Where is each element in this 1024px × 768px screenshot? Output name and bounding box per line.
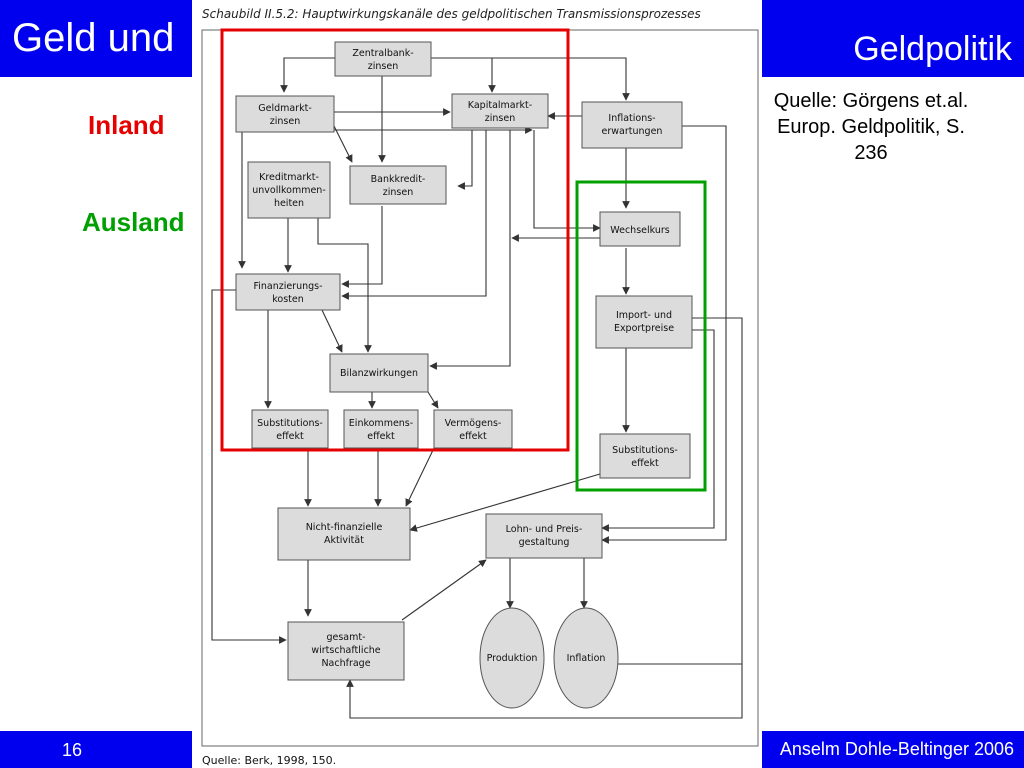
node-bilanzwirkungen: Bilanzwirkungen <box>329 353 429 393</box>
svg-text:effekt: effekt <box>631 458 659 469</box>
svg-text:Geldmarkt-: Geldmarkt- <box>258 103 312 114</box>
diagram-arrows <box>211 57 743 719</box>
diagram-source: Quelle: Berk, 1998, 150. <box>202 754 336 767</box>
arrow-kredit-bilanz <box>317 218 372 353</box>
svg-text:heiten: heiten <box>274 198 304 209</box>
svg-text:effekt: effekt <box>459 431 487 442</box>
node-import-exportpreise: Import- und Exportpreise <box>595 295 693 349</box>
svg-text:Nicht-finanzielle: Nicht-finanzielle <box>306 522 383 533</box>
citation: Quelle: Görgens et.al. Europ. Geldpoliti… <box>758 88 984 166</box>
node-geldmarktzinsen: Geldmarkt- zinsen <box>235 95 335 133</box>
inland-label: Inland <box>88 110 165 140</box>
svg-text:wirtschaftliche: wirtschaftliche <box>311 645 380 656</box>
svg-text:Import- und: Import- und <box>616 310 672 321</box>
svg-text:zinsen: zinsen <box>485 113 515 124</box>
svg-text:effekt: effekt <box>276 431 304 442</box>
arrow-kapital-fin <box>341 130 487 300</box>
diagram-title: Schaubild II.5.2: Hauptwirkungskanäle de… <box>202 7 701 21</box>
svg-text:Produktion: Produktion <box>487 653 538 664</box>
arrow-feedback-nachfrage <box>346 664 743 719</box>
node-kreditmarkt: Kreditmarkt- unvollkommen- heiten <box>247 161 331 219</box>
svg-text:zinsen: zinsen <box>270 116 300 127</box>
svg-text:unvollkommen-: unvollkommen- <box>252 185 326 196</box>
ausland-frame <box>575 180 707 492</box>
inland-frame <box>220 28 570 452</box>
transmission-diagram: Schaubild II.5.2: Hauptwirkungskanäle de… <box>201 7 759 767</box>
node-wechselkurs: Wechselkurs <box>599 211 681 247</box>
diagram-scan: Schaubild II.5.2: Hauptwirkungskanäle de… <box>192 0 762 768</box>
svg-text:Vermögens-: Vermögens- <box>445 418 502 429</box>
arrow-nachfrage-lohn <box>401 559 487 621</box>
citation-line-1: Quelle: Görgens et.al. <box>773 90 969 112</box>
arrow-zb-kapital <box>431 57 496 93</box>
arrow-zb-infl <box>431 57 630 101</box>
svg-text:Kreditmarkt-: Kreditmarkt- <box>259 172 319 183</box>
arrow-bank-fin <box>341 206 383 288</box>
node-zentralbankzinsen: Zentralbank- zinsen <box>334 41 432 77</box>
arrow-import-lohn <box>601 329 715 532</box>
deck-title: Geld und <box>12 16 175 60</box>
node-nicht-finanzielle-aktivitaet: Nicht-finanzielle Aktivität <box>277 507 411 561</box>
svg-text:Zentralbank-: Zentralbank- <box>352 48 413 59</box>
arrow-kapital-bank <box>457 130 473 190</box>
svg-text:Bilanzwirkungen: Bilanzwirkungen <box>340 368 418 379</box>
svg-text:Einkommens-: Einkommens- <box>349 418 413 429</box>
arrow-fin-nachfrage <box>211 289 287 644</box>
svg-text:zinsen: zinsen <box>368 61 398 72</box>
node-substitution-ausland: Substitutions- effekt <box>599 433 691 479</box>
arrow-kapital-bilanz <box>429 130 511 370</box>
svg-text:Aktivität: Aktivität <box>324 535 364 546</box>
node-substitution-inland: Substitutions- effekt <box>251 409 329 449</box>
svg-text:erwartungen: erwartungen <box>602 126 663 137</box>
svg-text:Kapitalmarkt-: Kapitalmarkt- <box>468 100 532 111</box>
section-title: Geldpolitik <box>853 30 1012 68</box>
svg-text:Wechselkurs: Wechselkurs <box>610 225 669 236</box>
ausland-label: Ausland <box>82 207 185 237</box>
svg-text:Exportpreise: Exportpreise <box>614 323 674 334</box>
citation-line-3: 236 <box>854 142 888 164</box>
svg-text:kosten: kosten <box>272 294 304 305</box>
svg-text:Nachfrage: Nachfrage <box>321 658 370 669</box>
node-gesamtwirtschaftliche-nachfrage: gesamt- wirtschaftliche Nachfrage <box>287 621 405 681</box>
node-bankkreditzinsen: Bankkredit- zinsen <box>349 165 447 205</box>
page-number: 16 <box>62 740 83 760</box>
arrow-import-infl <box>605 317 743 668</box>
svg-text:Lohn- und Preis-: Lohn- und Preis- <box>506 524 583 535</box>
arrow-infl-lohn <box>601 125 727 544</box>
author-credit: Anselm Dohle-Beltinger 2006 <box>779 739 1014 759</box>
arrow-geld-bank <box>333 125 353 163</box>
svg-text:Substitutions-: Substitutions- <box>612 445 678 456</box>
node-vermoegenseffekt: Vermögens- effekt <box>433 409 513 449</box>
node-einkommenseffekt: Einkommens- effekt <box>343 409 419 449</box>
arrow-fin-bilanz <box>321 309 343 353</box>
svg-text:Inflation: Inflation <box>567 653 606 664</box>
arrow-verm-nf <box>405 447 435 507</box>
arrow-bilanz-verm <box>427 391 439 409</box>
svg-text:gestaltung: gestaltung <box>519 537 570 548</box>
svg-text:zinsen: zinsen <box>383 187 413 198</box>
node-kapitalmarktzinsen: Kapitalmarkt- zinsen <box>451 93 549 129</box>
svg-text:Bankkredit-: Bankkredit- <box>371 174 426 185</box>
node-lohn-preisgestaltung: Lohn- und Preis- gestaltung <box>485 513 603 559</box>
node-finanzierungskosten: Finanzierungs- kosten <box>235 273 341 311</box>
svg-text:Substitutions-: Substitutions- <box>257 418 323 429</box>
node-produktion: Produktion <box>479 607 545 709</box>
node-inflation: Inflation <box>553 607 619 709</box>
svg-text:Finanzierungs-: Finanzierungs- <box>253 281 322 292</box>
svg-text:Inflations-: Inflations- <box>608 113 655 124</box>
svg-text:effekt: effekt <box>367 431 395 442</box>
svg-text:gesamt-: gesamt- <box>326 632 365 643</box>
arrow-zb-geld <box>280 57 335 93</box>
citation-line-2: Europ. Geldpolitik, S. <box>777 116 965 138</box>
arrow-subst-nf2 <box>409 473 601 532</box>
node-inflationserwartungen: Inflations- erwartungen <box>581 101 683 149</box>
